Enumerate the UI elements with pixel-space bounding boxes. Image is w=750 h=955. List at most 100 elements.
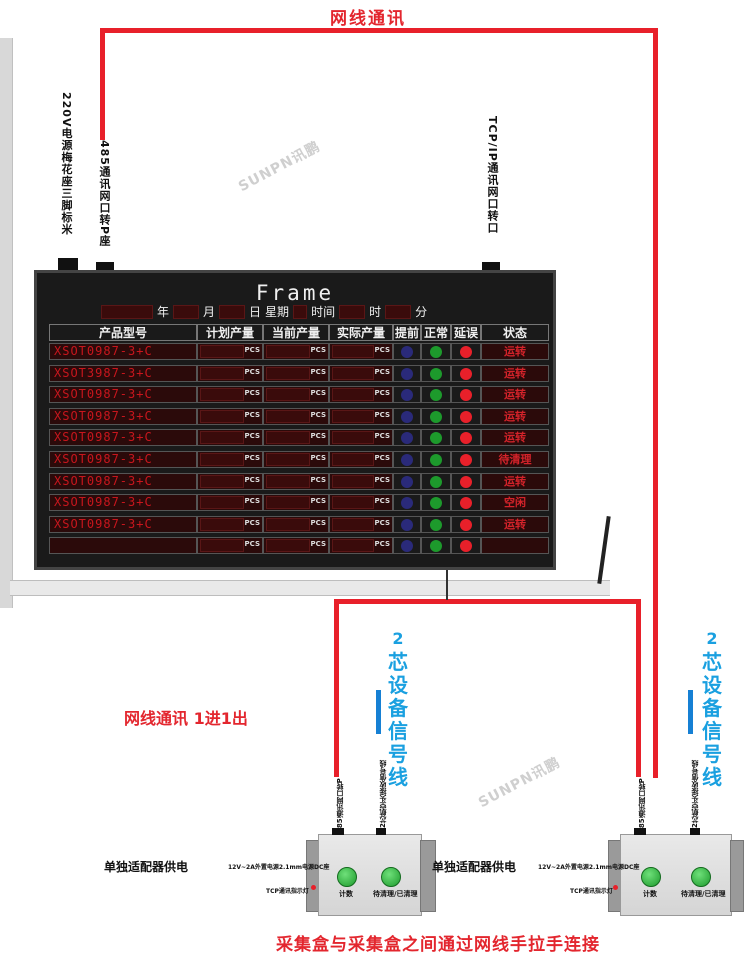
status-cell: 运转: [481, 386, 549, 404]
led-digits: [332, 345, 374, 358]
normal-indicator: [430, 454, 442, 466]
unit-label: PCS: [310, 367, 326, 376]
led-digits: [266, 388, 310, 402]
signal-port-label-right: 2芯航空头接收信号线: [691, 760, 699, 828]
led-digits: [200, 517, 244, 531]
indicator-cell: [451, 429, 481, 447]
indicator-cell: [451, 451, 481, 468]
signal-char: 号: [388, 742, 408, 766]
indicator-cell: [393, 472, 421, 490]
column-header: 正常: [421, 324, 451, 341]
box1-ear-right: [420, 840, 436, 912]
delay-indicator: [460, 367, 472, 380]
column-header: 当前产量: [263, 324, 329, 341]
quantity-cell: PCS: [197, 386, 263, 404]
early-indicator: [401, 454, 413, 466]
signal-char: 线: [388, 765, 408, 789]
led-digits: [266, 431, 310, 445]
early-indicator: [401, 475, 413, 488]
indicator-cell: [421, 343, 451, 360]
left-vertical-label-2: 485通讯网口转P座: [98, 140, 111, 248]
delay-indicator: [460, 346, 472, 358]
signal-bar-right: [688, 690, 693, 734]
quantity-cell: PCS: [197, 515, 263, 533]
quantity-cell: PCS: [197, 343, 263, 360]
indicator-cell: [393, 537, 421, 555]
signal-char: 2: [392, 629, 404, 648]
led-digits: [266, 539, 310, 553]
clear-button-2[interactable]: [691, 867, 711, 887]
485-plug: [96, 262, 114, 270]
led-digits: [332, 474, 374, 488]
quantity-cell: PCS: [197, 472, 263, 490]
signal-char: 号: [702, 742, 722, 766]
watermark-1: SUNPN讯鹏: [235, 138, 324, 196]
unit-label: PCS: [374, 518, 390, 527]
quantity-cell: PCS: [329, 386, 393, 404]
status-cell: 运转: [481, 343, 549, 360]
quantity-cell: PCS: [197, 407, 263, 425]
signal-char: 设: [702, 673, 722, 697]
unit-label: PCS: [374, 497, 390, 506]
box2-ear-right: [730, 840, 744, 912]
indicator-cell: [451, 407, 481, 425]
led-digits: [200, 496, 244, 510]
count-button-1[interactable]: [337, 867, 357, 887]
indicator-cell: [451, 343, 481, 360]
indicator-cell: [393, 429, 421, 447]
signal-port-label-left: 2芯航空头接收信号线: [379, 760, 387, 828]
normal-indicator: [430, 367, 442, 380]
unit-label: PCS: [310, 454, 326, 462]
led-digits: [332, 453, 374, 466]
indicator-cell: [451, 386, 481, 404]
quantity-cell: PCS: [329, 429, 393, 447]
unit-label: PCS: [310, 497, 326, 506]
quantity-cell: PCS: [263, 515, 329, 533]
clear-button-1[interactable]: [381, 867, 401, 887]
led-digits: [200, 431, 244, 445]
unit-label: PCS: [374, 540, 390, 549]
board-to-shelf-wire: [446, 570, 448, 600]
quantity-cell: PCS: [329, 515, 393, 533]
unit-label: PCS: [244, 346, 260, 354]
product-model: XSOT0987-3+C: [49, 343, 197, 360]
count-button-2[interactable]: [641, 867, 661, 887]
led-digits: [200, 453, 244, 466]
delay-indicator: [460, 389, 472, 402]
unit-label: PCS: [244, 497, 260, 506]
unit-label: PCS: [310, 518, 326, 527]
early-indicator: [401, 432, 413, 445]
column-header: 提前: [393, 324, 421, 341]
quantity-cell: PCS: [329, 451, 393, 468]
led-digits: [332, 517, 374, 531]
tcp-led-dot-2: [613, 885, 618, 890]
led-digits: [332, 388, 374, 402]
delay-indicator: [460, 518, 472, 531]
led-digits: [266, 409, 310, 423]
early-indicator: [401, 410, 413, 423]
power-plug: [58, 258, 78, 270]
date-line: 年 月 日 星期 时间 时 分: [101, 303, 427, 320]
column-header: 状态: [481, 324, 549, 341]
indicator-cell: [421, 494, 451, 512]
delay-indicator: [460, 540, 472, 553]
quantity-cell: PCS: [263, 494, 329, 512]
indicator-cell: [421, 386, 451, 404]
quantity-cell: PCS: [329, 364, 393, 382]
normal-indicator: [430, 475, 442, 488]
indicator-cell: [451, 537, 481, 555]
adapter-label-2: 单独适配器供电: [432, 860, 517, 874]
indicator-cell: [451, 515, 481, 533]
tcp-plug: [482, 262, 500, 270]
unit-label: PCS: [244, 410, 260, 419]
led-digits: [266, 496, 310, 510]
quantity-cell: PCS: [197, 429, 263, 447]
status-cell: 运转: [481, 429, 549, 447]
cable-mid-horizontal: [334, 599, 641, 604]
led-digits: [266, 453, 310, 466]
led-digits: [200, 345, 244, 358]
early-indicator: [401, 518, 413, 531]
tcp-led-dot-1: [311, 885, 316, 890]
led-digits: [266, 474, 310, 488]
indicator-cell: [421, 537, 451, 555]
